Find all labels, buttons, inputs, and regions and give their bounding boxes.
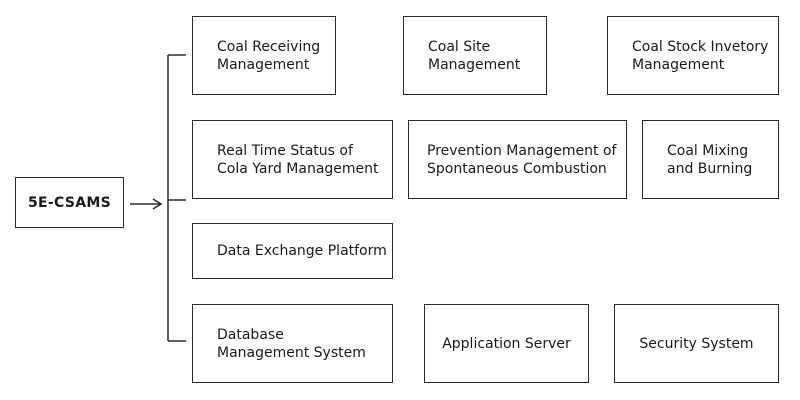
module-real-time-status-coal-yard: Real Time Status of Cola Yard Management [192,120,393,199]
module-coal-site-management: Coal Site Management [403,16,547,95]
module-coal-stock-inventory-management: Coal Stock Invetory Management [607,16,779,95]
module-label: Coal Site Management [428,38,521,73]
module-label: Coal Mixing and Burning [667,142,753,177]
module-security-system: Security System [614,304,779,383]
module-coal-mixing-and-burning: Coal Mixing and Burning [642,120,779,199]
root-node-5e-csams: 5E-CSAMS [15,177,124,228]
module-label: Prevention Management of Spontaneous Com… [427,142,617,177]
module-label: Application Server [442,335,571,352]
module-application-server: Application Server [424,304,589,383]
module-label: Real Time Status of Cola Yard Management [217,142,379,177]
module-label: Data Exchange Platform [217,243,387,259]
module-label: Coal Receiving Management [217,38,321,73]
module-coal-receiving-management: Coal Receiving Management [192,16,336,95]
module-prevention-spontaneous-combustion: Prevention Management of Spontaneous Com… [408,120,627,199]
module-label: Coal Stock Invetory Management [632,38,769,73]
root-arrow-head [152,198,163,210]
module-label: Database Management System [217,326,366,361]
module-data-exchange-platform: Data Exchange Platform [192,223,393,279]
module-database-management-system: Database Management System [192,304,393,383]
root-node-label: 5E-CSAMS [28,194,111,211]
module-label: Security System [639,335,754,352]
